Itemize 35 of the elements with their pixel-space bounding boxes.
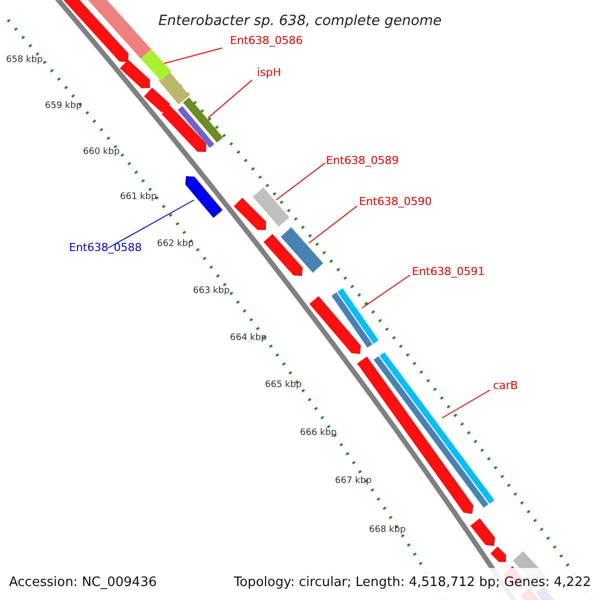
leader-line	[108, 200, 194, 248]
scale-label: 658 kbp	[6, 56, 43, 65]
scale-label: 660 kbp	[83, 148, 120, 157]
scale-label: 659 kbp	[45, 102, 82, 111]
scale-label: 666 kbp	[300, 429, 337, 438]
accession-text: Accession: NC_009436	[9, 575, 157, 590]
leader-line	[276, 162, 326, 200]
scale-label: 663 kbp	[193, 287, 230, 296]
gene-bar	[332, 288, 378, 348]
scale-label: 667 kbp	[335, 477, 372, 486]
gene-bar	[374, 352, 494, 508]
gene-label: ispH	[257, 67, 282, 78]
gene-bar	[185, 176, 223, 218]
scale-label: 664 kbp	[230, 334, 267, 343]
genome-info-text: Topology: circular; Length: 4,518,712 bp; Genes: 4,222	[234, 575, 591, 590]
gene-label: carB	[493, 380, 518, 391]
scale-label: 665 kbp	[265, 381, 302, 390]
gene-label: Ent638_0591	[412, 266, 485, 277]
leader-line	[208, 80, 252, 118]
gene-bar	[140, 49, 172, 81]
title: Enterobacter sp. 638, complete genome	[158, 13, 442, 29]
gene-label: Ent638_0590	[359, 196, 432, 207]
scale-label: 662 kbp	[157, 240, 194, 249]
leader-line	[442, 390, 490, 418]
leader-line	[362, 274, 410, 308]
scale-label: 668 kbp	[369, 526, 406, 535]
gene-bar	[183, 97, 223, 143]
gene-label: Ent638_0588	[69, 242, 142, 253]
leader-line	[308, 206, 358, 244]
gene-bar	[252, 187, 290, 227]
scale-label: 661 kbp	[120, 193, 157, 202]
leader-line	[162, 48, 222, 64]
gene-bar	[280, 227, 324, 273]
gene-label: Ent638_0589	[326, 155, 399, 166]
gene-label: Ent638_0586	[230, 35, 303, 46]
